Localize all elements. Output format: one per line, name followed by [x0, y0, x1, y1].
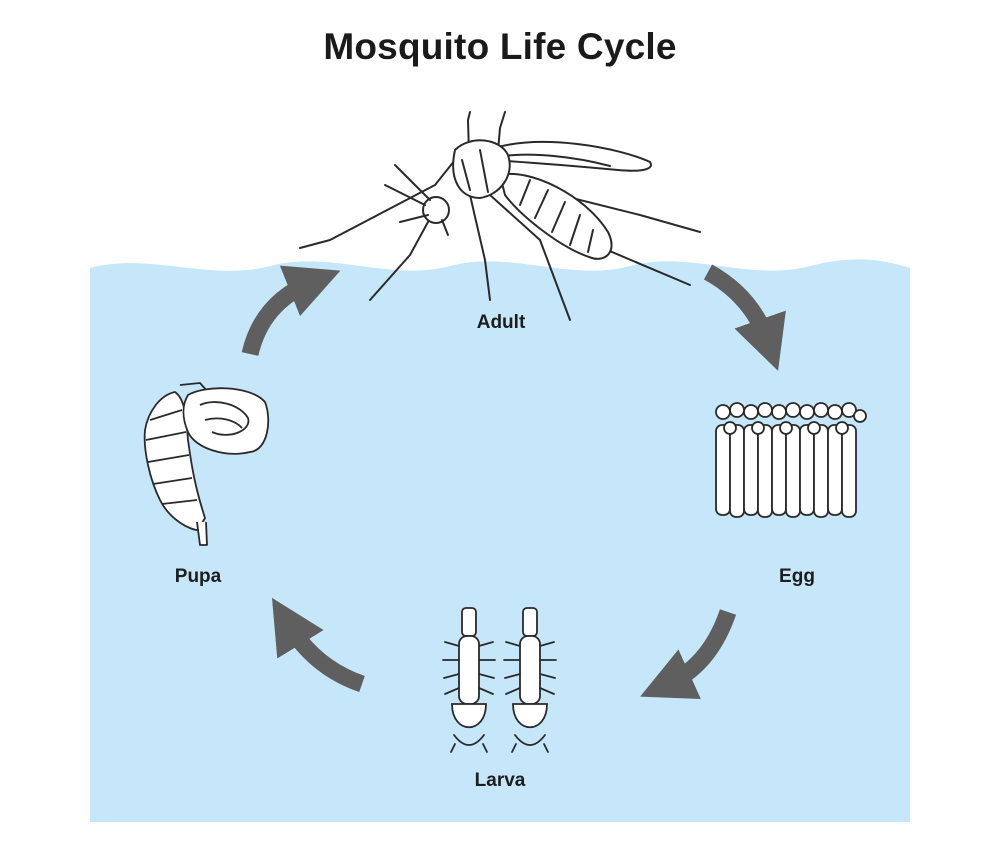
larva-illustration	[442, 607, 557, 753]
adult-mosquito-illustration	[299, 111, 701, 321]
stage-label-adult: Adult	[476, 312, 526, 333]
pupa-illustration	[143, 382, 270, 546]
larva-left	[442, 607, 496, 753]
larva-right	[503, 607, 557, 753]
arrow-egg-to-larva	[640, 609, 737, 699]
diagram-title: Mosquito Life Cycle	[323, 26, 677, 67]
egg-raft-illustration	[715, 402, 867, 518]
arrow-adult-to-egg	[703, 264, 786, 371]
arrow-pupa-to-adult	[241, 265, 341, 357]
stage-label-egg: Egg	[779, 566, 815, 587]
water-area	[90, 259, 910, 822]
arrow-larva-to-pupa	[271, 597, 365, 693]
cycle-arrows	[241, 264, 786, 699]
stage-label-pupa: Pupa	[174, 566, 222, 587]
stage-label-larva: Larva	[474, 770, 526, 791]
